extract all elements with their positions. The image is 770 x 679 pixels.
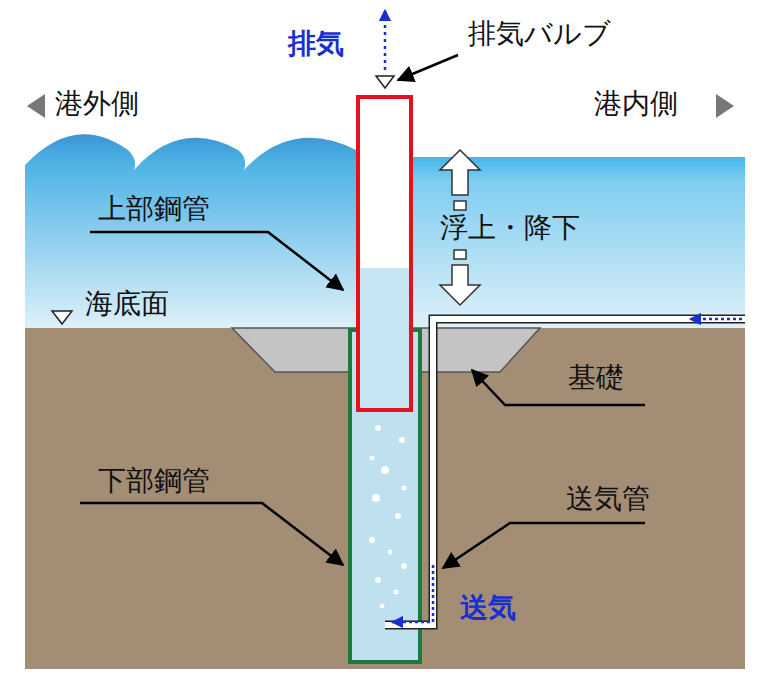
exhaust-arrow	[384, 10, 387, 70]
air-bubble	[388, 550, 393, 555]
air-bubble	[395, 513, 401, 519]
air-bubble	[375, 425, 381, 431]
air-bubble	[369, 537, 375, 543]
air-bubbles	[369, 425, 407, 609]
inner-harbour-label: 港内側	[594, 88, 678, 120]
air-bubble	[381, 466, 389, 474]
upper-pipe-label: 上部鋼管	[98, 193, 210, 225]
air-flow-arrow	[690, 318, 742, 321]
air-bubble	[372, 494, 380, 502]
air-bubble	[401, 563, 407, 569]
foundation-label: 基礎	[568, 362, 624, 394]
air-bubble	[380, 604, 385, 609]
air-pipe-outline	[385, 319, 745, 625]
air-flow-arrow	[392, 565, 433, 622]
leader-line	[398, 55, 458, 80]
upper-pipe	[358, 97, 411, 410]
air-pipe-inner	[385, 319, 745, 625]
sea-waves	[25, 134, 356, 330]
air-bubble	[375, 577, 381, 583]
leader-line	[90, 232, 343, 290]
air-supply-label: 送気	[460, 592, 516, 624]
valve-label: 排気バルブ	[468, 18, 611, 50]
seabed-label: 海底面	[85, 288, 169, 320]
air-bubble	[402, 486, 407, 491]
leader-line	[80, 503, 343, 565]
sink-square	[454, 250, 466, 259]
sea-harbour	[356, 157, 745, 330]
sink-arrow	[440, 265, 480, 305]
outer-harbour-label: 港外側	[55, 88, 139, 120]
air-bubble	[399, 437, 405, 443]
exhaust-label: 排気	[288, 28, 344, 60]
exhaust-valve	[376, 76, 394, 88]
upper-pipe-air	[358, 97, 411, 268]
outer-marker	[27, 94, 45, 118]
upper-pipe-water	[358, 268, 411, 410]
air-bubble	[394, 590, 399, 595]
leader-line	[443, 523, 645, 568]
lower-pipe-label: 下部鋼管	[98, 465, 210, 497]
air-bubble	[370, 456, 375, 461]
rise-square	[454, 201, 466, 210]
air-pipe-label: 送気管	[566, 483, 650, 515]
inner-marker	[716, 94, 734, 118]
rise-arrow	[440, 150, 480, 195]
seabed-marker	[52, 311, 72, 324]
float-sink-label: 浮上・降下	[440, 212, 580, 244]
